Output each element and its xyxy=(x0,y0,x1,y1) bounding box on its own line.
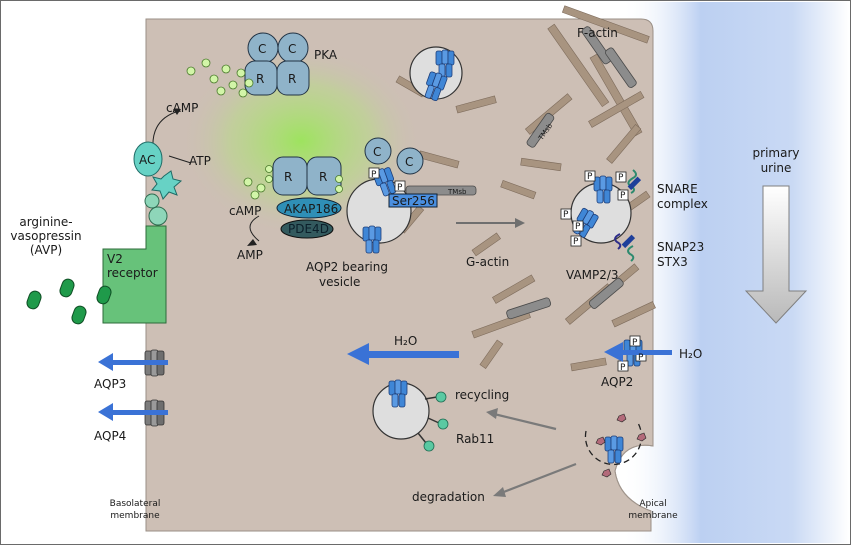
anchored-r2-label: R xyxy=(319,170,327,184)
degradation-label: degradation xyxy=(412,490,485,504)
avp-molecules xyxy=(26,278,112,325)
phospho-label-3: P xyxy=(587,172,593,182)
h2o-flux-label: H₂O xyxy=(394,334,417,348)
degradation-arrow xyxy=(500,462,577,495)
rab11-label: Rab11 xyxy=(456,432,494,446)
ser256-label: Ser256 xyxy=(392,194,435,208)
docking-vesicle xyxy=(560,169,642,262)
ac-label: AC xyxy=(139,153,155,167)
f-actin-rods xyxy=(405,26,637,320)
camp-molecules xyxy=(186,58,273,200)
pde-to-amp-arrow xyxy=(249,215,260,242)
pka-label: PKA xyxy=(314,48,338,62)
aqp4-label: AQP4 xyxy=(94,429,126,443)
camp-top-label: cAMP xyxy=(166,101,198,115)
h2o-apical-label: H₂O xyxy=(679,347,702,361)
apical-aqp2-channel xyxy=(604,335,672,372)
anchored-pka xyxy=(272,156,343,239)
pka-c1-label: C xyxy=(258,42,266,56)
atp-label: ATP xyxy=(189,154,211,168)
pka-c2-label: C xyxy=(288,42,296,56)
recycling-vesicle xyxy=(372,379,449,452)
phospho-label-2: P xyxy=(397,183,403,193)
recycling-arrow xyxy=(493,412,557,431)
apical-membrane-curve xyxy=(614,444,654,512)
phospho-label-6: P xyxy=(563,210,569,220)
aqp3-label: AQP3 xyxy=(94,377,126,391)
akap-label: AKAP186 xyxy=(284,202,338,216)
v2-receptor xyxy=(102,225,167,324)
phospho-label-4: P xyxy=(618,173,624,183)
urine-flow-arrow xyxy=(744,185,808,324)
pde-to-amp-arrowhead xyxy=(247,239,257,246)
stx3-label: STX3 xyxy=(657,255,688,269)
atp-line xyxy=(168,155,192,164)
pka-r1-label: R xyxy=(256,72,264,86)
degradation-arrowhead xyxy=(493,487,506,497)
pka-c3-label: C xyxy=(373,145,381,159)
amp-label: AMP xyxy=(237,248,263,262)
pde-label: PDE4D xyxy=(288,222,329,236)
phospho-label-8: P xyxy=(573,237,579,247)
phospho-label-10: P xyxy=(638,353,644,363)
phospho-label-11: P xyxy=(620,363,626,373)
camp-mid-label: cAMP xyxy=(229,204,261,218)
pka-c4-label: C xyxy=(405,155,413,169)
atp-to-camp-arrowhead xyxy=(173,109,181,115)
snap23-label: SNAP23 xyxy=(657,240,704,254)
avp-label: arginine-vasopressin(AVP) xyxy=(10,215,81,257)
f-actin-label: F-actin xyxy=(577,26,618,40)
transport-arrowhead xyxy=(515,218,525,228)
recycling-label: recycling xyxy=(455,388,509,402)
phospho-label-7: P xyxy=(575,222,581,232)
vesicle-top xyxy=(409,46,463,103)
pka-holoenzyme xyxy=(244,32,310,96)
aqp3-channel xyxy=(98,349,168,377)
anchored-r1-label: R xyxy=(284,170,292,184)
phospho-label-5: P xyxy=(620,191,626,201)
aqp2-bearing-vesicle xyxy=(346,137,438,254)
phospho-label-9: P xyxy=(632,338,638,348)
vamp-label: VAMP2/3 xyxy=(566,268,619,282)
tmsb-vesicle-label: TMsb xyxy=(447,188,467,196)
pka-r2-label: R xyxy=(288,72,296,86)
adenylyl-cyclase xyxy=(133,141,183,226)
h2o-flux-arrowhead xyxy=(347,343,369,365)
phospho-label-1: P xyxy=(371,170,377,180)
aqp2-membrane-label: AQP2 xyxy=(601,375,633,389)
aqp4-channel xyxy=(98,399,168,427)
recycling-arrowhead xyxy=(486,408,498,419)
g-actin-label: G-actin xyxy=(466,255,509,269)
primary-urine-zone xyxy=(621,2,849,543)
h2o-flux-arrow xyxy=(367,351,459,358)
endocytic-vesicle xyxy=(584,413,647,478)
